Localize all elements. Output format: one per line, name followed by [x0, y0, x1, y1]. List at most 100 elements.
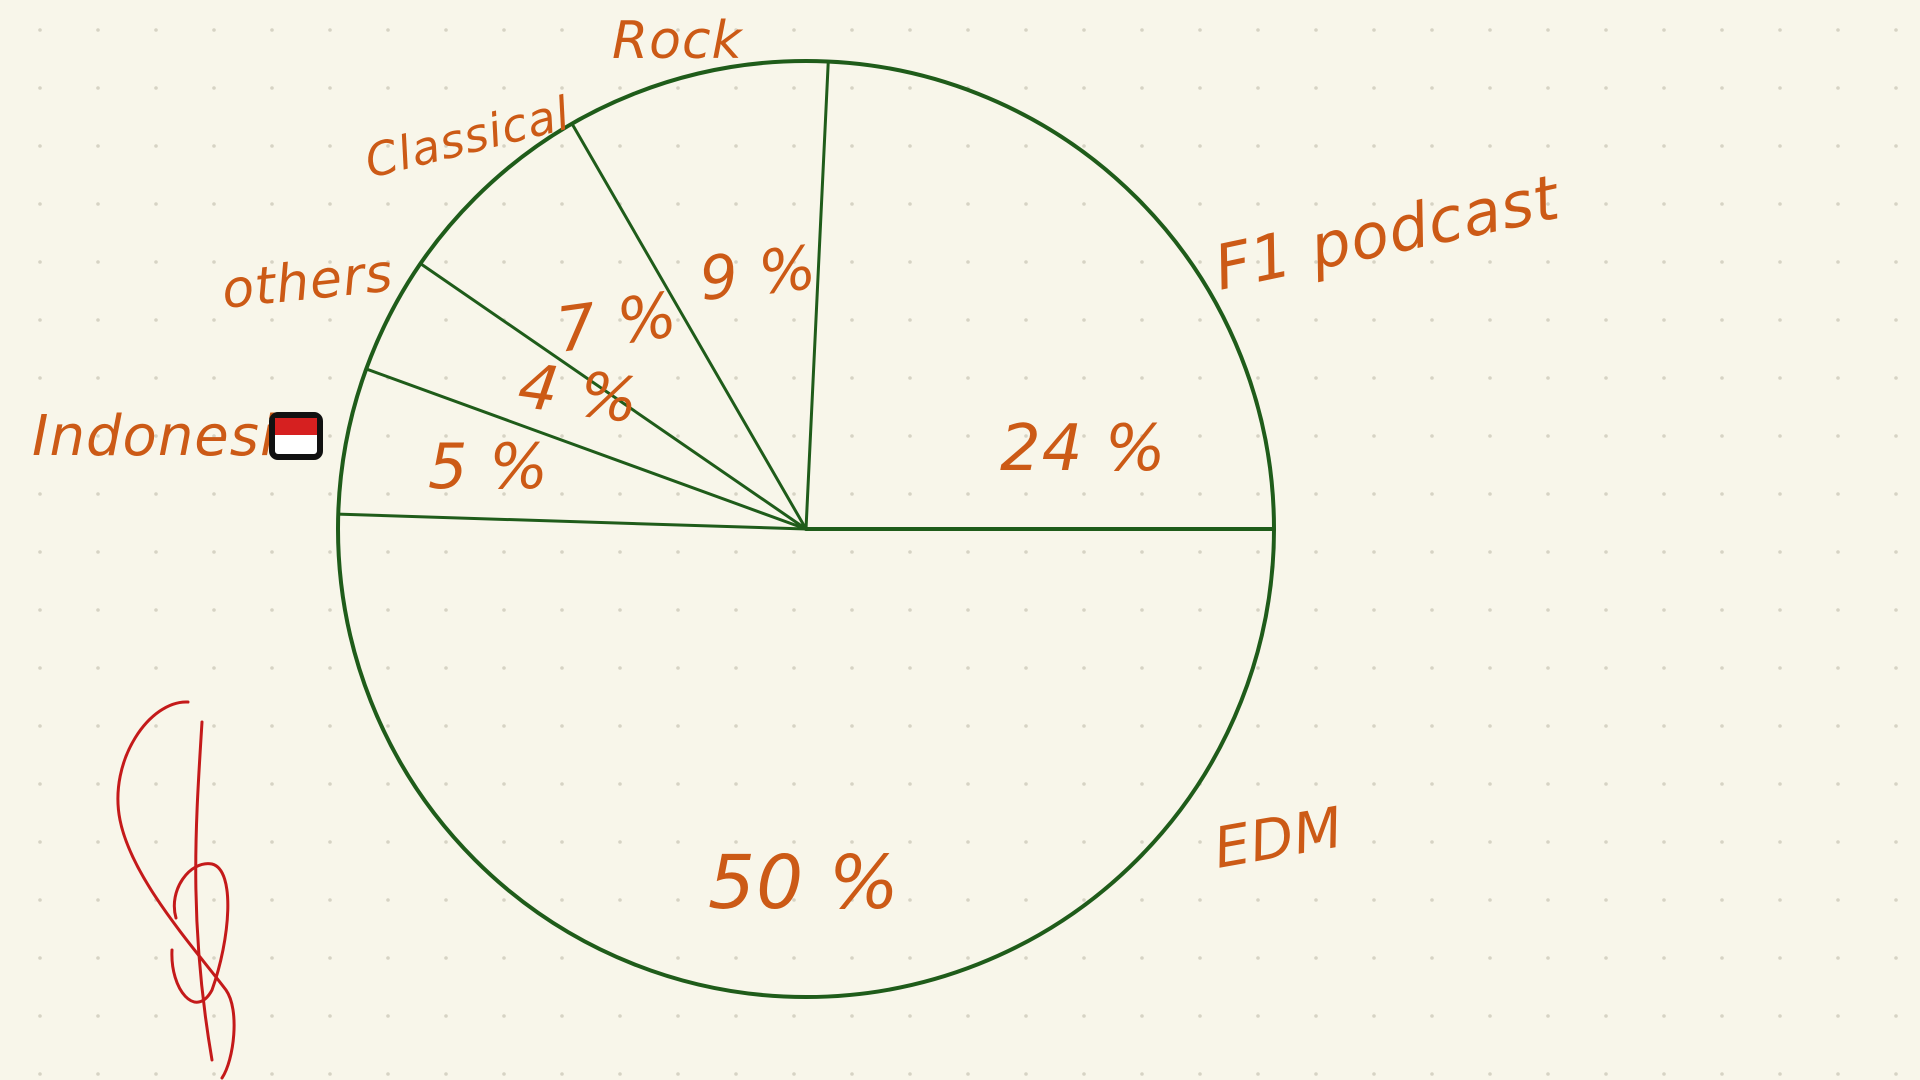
grid-dot	[676, 666, 680, 670]
grid-dot	[850, 202, 854, 206]
grid-dot	[676, 1072, 680, 1076]
grid-dot	[1430, 898, 1434, 902]
grid-dot	[96, 318, 100, 322]
grid-dot	[1082, 318, 1086, 322]
grid-dot	[386, 86, 390, 90]
grid-dot	[1488, 550, 1492, 554]
grid-dot	[502, 492, 506, 496]
grid-dot	[1778, 434, 1782, 438]
grid-dot	[1836, 434, 1840, 438]
grid-dot	[676, 956, 680, 960]
grid-dot	[1372, 434, 1376, 438]
grid-dot	[734, 724, 738, 728]
grid-dot	[1894, 550, 1898, 554]
grid-dot	[1372, 840, 1376, 844]
grid-dot	[618, 550, 622, 554]
grid-dot	[1894, 840, 1898, 844]
grid-dot	[1082, 956, 1086, 960]
grid-dot	[966, 202, 970, 206]
grid-dot	[1720, 1014, 1724, 1018]
grid-dot	[96, 260, 100, 264]
grid-dot	[328, 434, 332, 438]
grid-dot	[38, 782, 42, 786]
grid-dot	[618, 86, 622, 90]
grid-dot	[908, 550, 912, 554]
grid-dot	[850, 782, 854, 786]
grid-dot	[1778, 144, 1782, 148]
grid-dot	[154, 376, 158, 380]
grid-dot	[734, 434, 738, 438]
grid-dot	[1372, 550, 1376, 554]
grid-dot	[1488, 434, 1492, 438]
grid-dot	[1082, 550, 1086, 554]
grid-dot	[1720, 434, 1724, 438]
grid-dot	[1372, 1072, 1376, 1076]
grid-dot	[1604, 956, 1608, 960]
grid-dot	[1662, 492, 1666, 496]
grid-dot	[444, 318, 448, 322]
grid-dot	[1430, 724, 1434, 728]
grid-dot	[502, 724, 506, 728]
grid-dot	[1836, 260, 1840, 264]
grid-dot	[1198, 260, 1202, 264]
grid-dot	[734, 28, 738, 32]
grid-dot	[966, 144, 970, 148]
grid-dot	[212, 144, 216, 148]
grid-dot	[1140, 434, 1144, 438]
slice-label-indonesia: Indonesia	[32, 404, 312, 469]
grid-dot	[966, 1014, 970, 1018]
grid-dot	[1778, 608, 1782, 612]
grid-dot	[850, 376, 854, 380]
grid-dot	[502, 1072, 506, 1076]
grid-dot	[1024, 550, 1028, 554]
grid-dot	[1314, 1014, 1318, 1018]
grid-dot	[734, 550, 738, 554]
grid-dot	[386, 1072, 390, 1076]
grid-dot	[908, 608, 912, 612]
value-label-classical: 7 %	[552, 278, 682, 367]
grid-dot	[676, 898, 680, 902]
grid-dot	[212, 318, 216, 322]
grid-dot	[270, 898, 274, 902]
grid-dot	[1488, 782, 1492, 786]
slice-dividers	[336, 60, 1276, 531]
slice-label-edm: EDM	[1209, 795, 1348, 882]
grid-dot	[850, 434, 854, 438]
grid-dot	[154, 724, 158, 728]
grid-dot	[1372, 376, 1376, 380]
grid-dot	[1314, 376, 1318, 380]
grid-dot	[1546, 898, 1550, 902]
grid-dot	[734, 376, 738, 380]
grid-dot	[1836, 318, 1840, 322]
grid-dot	[676, 202, 680, 206]
grid-dot	[1372, 782, 1376, 786]
grid-dot	[1140, 260, 1144, 264]
grid-dot	[1604, 260, 1608, 264]
grid-dot	[502, 898, 506, 902]
slice-divider-others	[419, 262, 808, 531]
grid-dot	[792, 782, 796, 786]
grid-dot	[1372, 956, 1376, 960]
grid-dot	[850, 260, 854, 264]
grid-dot	[792, 202, 796, 206]
grid-dot	[1430, 318, 1434, 322]
grid-dot	[618, 666, 622, 670]
grid-dot	[444, 1014, 448, 1018]
grid-dot	[1430, 28, 1434, 32]
grid-dot	[328, 782, 332, 786]
grid-dot	[1488, 840, 1492, 844]
grid-dot	[734, 202, 738, 206]
grid-dot	[1488, 260, 1492, 264]
grid-dot	[1836, 202, 1840, 206]
value-label-f1-podcast: 24 %	[1000, 412, 1167, 486]
grid-dot	[618, 28, 622, 32]
grid-dot	[502, 28, 506, 32]
grid-dot	[386, 202, 390, 206]
grid-dot	[1198, 956, 1202, 960]
grid-dot	[1314, 550, 1318, 554]
grid-dot	[1372, 724, 1376, 728]
grid-dot	[1778, 956, 1782, 960]
grid-dot	[1372, 28, 1376, 32]
grid-dot	[1024, 1014, 1028, 1018]
grid-dot	[734, 1014, 738, 1018]
